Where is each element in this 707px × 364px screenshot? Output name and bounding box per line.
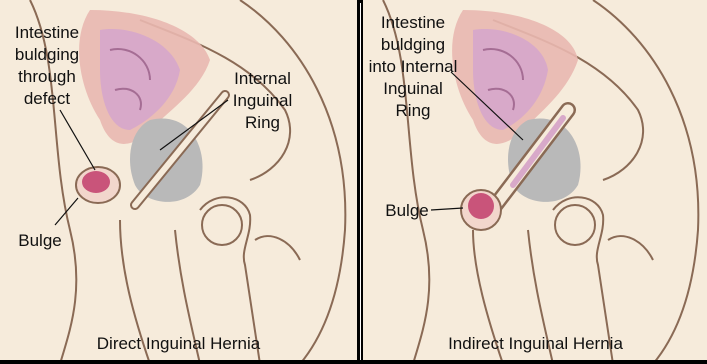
bottom-border bbox=[0, 360, 707, 364]
caption-direct-inguinal-hernia: Direct Inguinal Hernia bbox=[0, 334, 357, 354]
direct-hernia-panel: Intestine buldging through defect Intern… bbox=[0, 0, 360, 364]
caption-indirect-inguinal-hernia: Indirect Inguinal Hernia bbox=[363, 334, 707, 354]
label-intestine-into-ring: Intestine buldging into Internal Inguina… bbox=[363, 12, 463, 122]
label-bulge: Bulge bbox=[377, 200, 437, 222]
indirect-hernia-panel: Intestine buldging into Internal Inguina… bbox=[361, 0, 707, 364]
label-intestine-bulging: Intestine buldging through defect bbox=[6, 22, 88, 110]
label-internal-inguinal-ring: Internal Inguinal Ring bbox=[215, 68, 310, 134]
label-bulge: Bulge bbox=[10, 230, 70, 252]
